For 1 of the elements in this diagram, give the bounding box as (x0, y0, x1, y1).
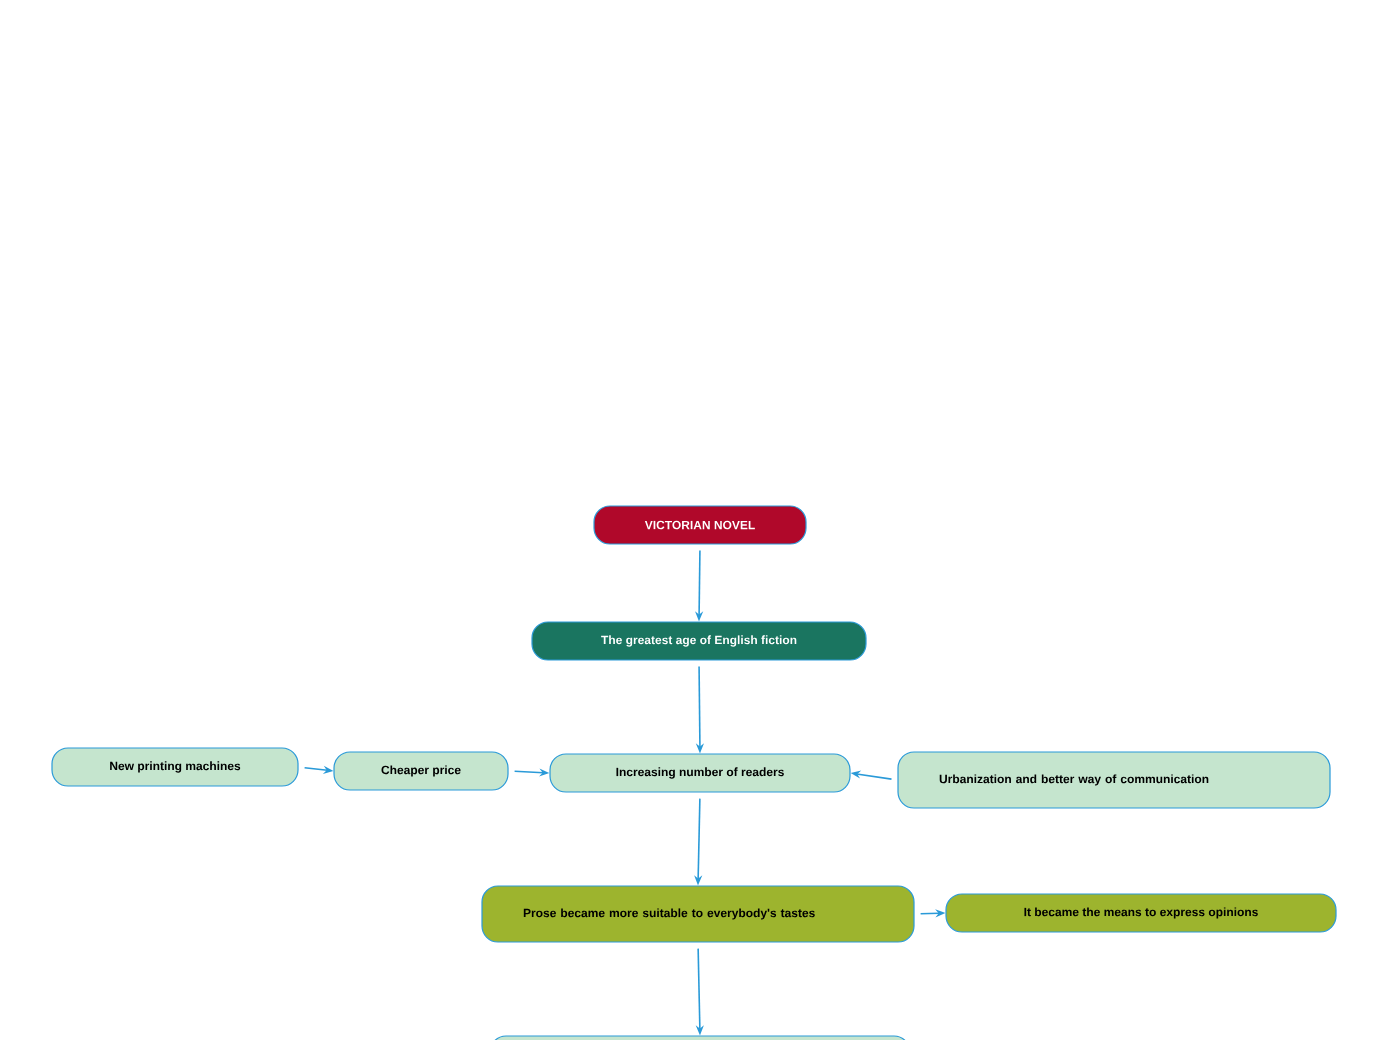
process-box (489, 1035, 911, 1040)
